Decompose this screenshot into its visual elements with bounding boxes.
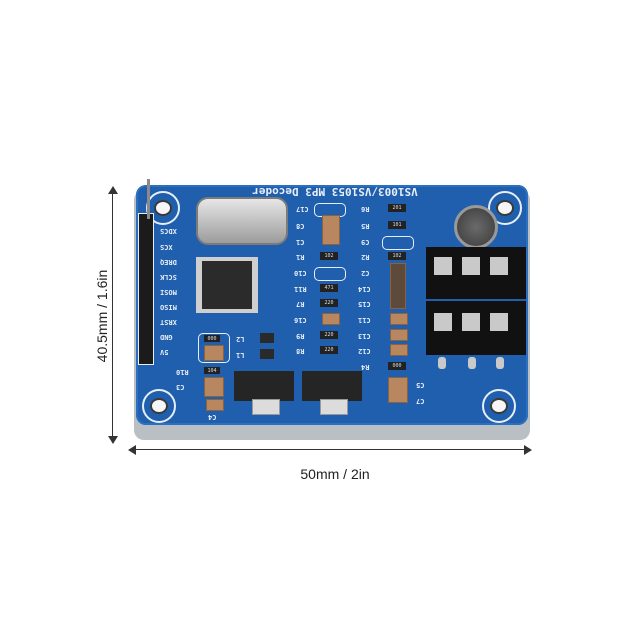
label-c8: C8 [296,222,305,230]
pin-label-xdcs: XDCS [160,227,177,235]
header-pin [147,179,150,219]
capacitor-c8 [322,215,340,245]
jack-pin [490,257,508,275]
label-r4: R4 [361,363,370,371]
capacitor-c13 [390,329,408,341]
label-r8: R8 [296,347,305,355]
label-c2: C2 [361,269,370,277]
solder-pin [438,357,446,369]
arrow-up-icon [108,186,118,194]
jack-pin [462,313,480,331]
resistor-r10: 104 [204,367,220,374]
pad-c9 [382,236,414,250]
capacitor-c11 [390,313,408,325]
decoder-chip [202,261,252,309]
width-dimension-line [132,449,528,450]
inductor-l2 [260,333,274,343]
label-c1: C1 [296,238,305,246]
label-l2: L2 [236,335,245,343]
solder-pin [468,357,476,369]
pin-label-5v: 5V [160,348,169,356]
pin-label-sclk: SCLK [160,273,177,281]
capacitor-c2-c14-c15 [390,263,406,309]
arrow-down-icon [108,436,118,444]
label-c3: C3 [176,383,185,391]
label-r11: R11 [294,285,307,293]
capacitor-c4 [206,399,224,411]
label-r6: R6 [361,205,370,213]
label-c11: C11 [358,316,371,324]
label-r10: R10 [176,368,189,376]
label-r7: R7 [296,300,305,308]
label-c9: C9 [361,238,370,246]
resistor-gnd: 000 [204,335,220,342]
voltage-regulator-2 [302,371,362,401]
resistor-r9: 220 [320,331,338,339]
label-c13: C13 [358,332,371,340]
mounting-hole-bottom-left [142,389,176,423]
width-label: 50mm / 2in [300,466,370,482]
label-l1: L1 [236,351,245,359]
pin-label-xcs: XCS [160,243,173,251]
pin-label-dreq: DREQ [160,258,177,266]
pin-label-xrst: XRST [160,318,177,326]
resistor-r2: 102 [388,252,406,260]
label-c15: C15 [358,300,371,308]
jack-pin [490,313,508,331]
arrow-left-icon [128,445,136,455]
resistor-r6: 201 [388,204,406,212]
mounting-hole-bottom-right [482,389,516,423]
microphone [454,205,498,249]
pcb-board: VS1003/VS1053 MP3 Decoder XDCS XCS DREQ … [136,179,528,425]
inductor-l1 [260,349,274,359]
pad-c10 [314,267,346,281]
pin-label-mosi: MOSI [160,288,177,296]
label-c16: C16 [294,316,307,324]
capacitor-c3 [204,377,224,397]
capacitor-c5-c7 [388,377,408,403]
height-label: 40.5mm / 1.6in [94,269,110,363]
resistor-r1: 102 [320,252,338,260]
jack-pin [434,257,452,275]
resistor-r8: 220 [320,346,338,354]
label-r1: R1 [296,253,305,261]
resistor-r11: 471 [320,284,338,292]
label-c4: C4 [208,413,217,421]
pin-label-miso: MISO [160,303,177,311]
label-c14: C14 [358,285,371,293]
arrow-right-icon [524,445,532,455]
jack-pin [434,313,452,331]
capacitor-gnd [204,345,224,361]
pin-header [138,213,154,365]
solder-pin [496,357,504,369]
label-c10: C10 [294,269,307,277]
label-c12: C12 [358,347,371,355]
resistor-r7: 220 [320,299,338,307]
regulator-tab-2 [320,399,348,415]
label-c7: C7 [416,397,425,405]
regulator-tab-1 [252,399,280,415]
label-r2: R2 [361,253,370,261]
capacitor-c12 [390,344,408,356]
capacitor-c16 [322,313,340,325]
label-r9: R9 [296,332,305,340]
resistor-r4: 000 [388,362,406,370]
jack-pin [462,257,480,275]
label-c17: C17 [296,205,309,213]
voltage-regulator-1 [234,371,294,401]
height-dimension-line [112,190,113,440]
pin-label-gnd: GND [160,333,173,341]
label-r5: R5 [361,222,370,230]
crystal-oscillator [196,197,288,245]
label-c5: C5 [416,381,425,389]
resistor-r5: 101 [388,221,406,229]
